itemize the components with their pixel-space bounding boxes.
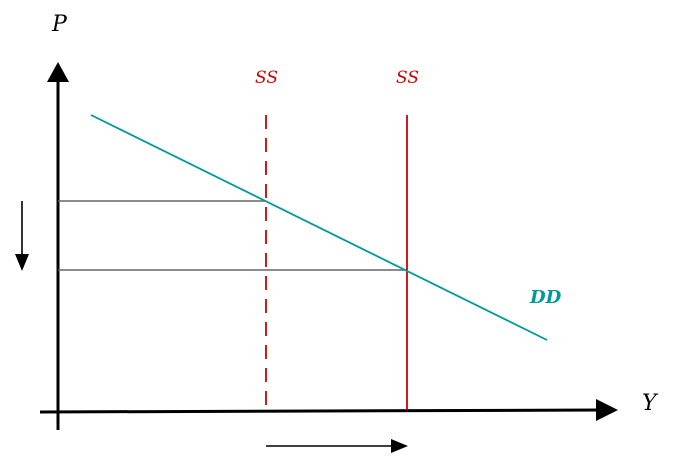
y-axis-label: Y	[642, 391, 659, 416]
axes	[39, 62, 618, 430]
ss-old-label: SS	[255, 68, 278, 88]
p-axis-label: P	[51, 12, 68, 37]
arrow-down-icon	[15, 201, 29, 271]
x-axis-line	[39, 408, 601, 414]
dd-label: DD	[529, 287, 562, 308]
x-axis-arrowhead	[596, 399, 618, 421]
dd-curve	[90, 114, 548, 341]
y-axis-arrowhead	[47, 62, 69, 82]
ss-new-label: SS	[396, 68, 419, 88]
arrow-right-icon	[266, 439, 408, 453]
